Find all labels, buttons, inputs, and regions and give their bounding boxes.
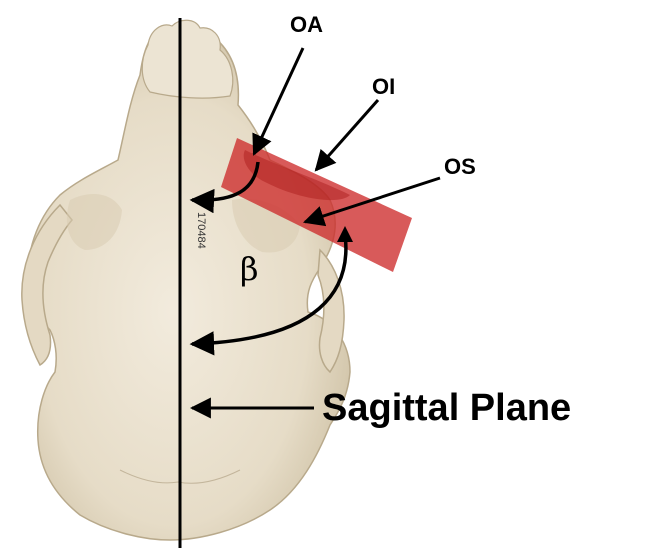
oa-arrow	[254, 48, 303, 154]
specimen-number: 170484	[195, 212, 207, 249]
snout	[142, 20, 233, 98]
skull-body	[28, 31, 350, 540]
label-sagittal-plane: Sagittal Plane	[322, 387, 571, 429]
oi-arrow	[316, 100, 378, 170]
label-oa: OA	[290, 12, 323, 37]
label-beta: β	[240, 250, 259, 288]
skull-illustration	[22, 20, 350, 540]
label-os: OS	[444, 154, 476, 179]
label-oi: OI	[372, 74, 395, 99]
